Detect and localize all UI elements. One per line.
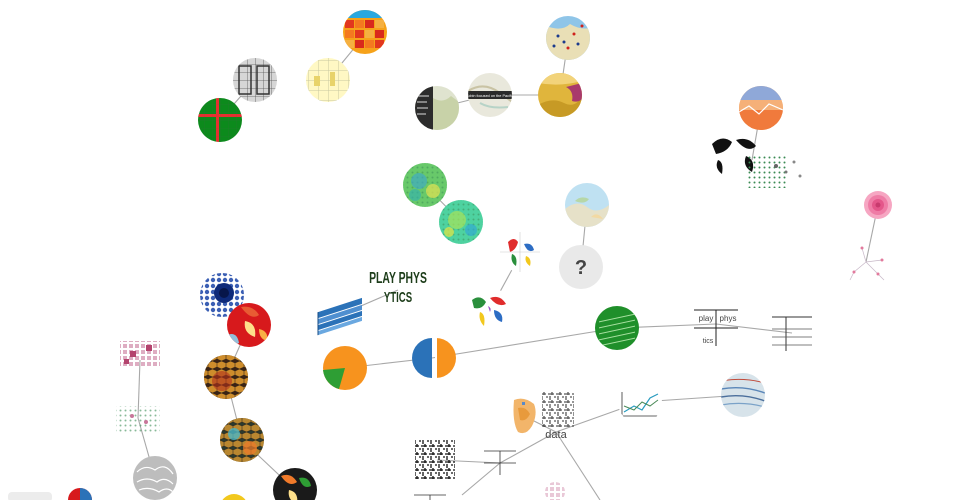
thumbnail-node-pink-network[interactable] (849, 246, 885, 281)
thumbnail-node-bottom-cluster[interactable] (545, 482, 565, 500)
display-label-bottom: tics (703, 338, 714, 345)
thumbnail-node-us-teal-map[interactable] (116, 406, 160, 432)
thumbnail-node-dark-globe[interactable] (273, 468, 317, 500)
thumbnail-node-map-tooltip[interactable]: Tobin focused on the Pacific (466, 73, 513, 117)
thumbnail-node-green-grid[interactable] (198, 98, 242, 142)
thumbnail-node-us-squares[interactable] (120, 341, 160, 367)
thumbnail-node-yellow-partial[interactable] (220, 494, 248, 500)
map-tooltip-text: Tobin focused on the Pacific (466, 94, 513, 98)
thumbnail-node-world-globe[interactable] (500, 232, 540, 272)
display-label-right: phys (720, 314, 737, 323)
edge (715, 323, 793, 334)
thumbnail-node-green-hex-map-2[interactable] (439, 200, 483, 244)
thumbnail-node-bottom-tree[interactable] (414, 494, 446, 500)
thumbnail-node-dark-hex[interactable] (204, 355, 248, 399)
thumbnail-node-line-table[interactable] (772, 316, 812, 351)
thumbnail-node-display-poster[interactable]: PLAY PHYS YTICS (369, 269, 427, 306)
unknown-node[interactable]: ? (559, 245, 603, 289)
thumbnail-node-orange-map[interactable] (513, 398, 536, 434)
thumbnail-node-line-chart[interactable] (618, 380, 662, 424)
thumbnail-node-display-labels[interactable]: play phys tics (694, 309, 738, 346)
thumbnail-node-grey-partial[interactable] (8, 492, 52, 500)
edge (555, 431, 601, 500)
poster-line-1: PLAY PHYS (369, 269, 427, 287)
edge (461, 462, 501, 496)
thumbnail-node-coastal-map[interactable] (565, 183, 609, 227)
thumbnail-node-dark-map[interactable] (415, 86, 459, 130)
thumbnail-node-flag-partial[interactable] (68, 488, 92, 500)
thumbnail-node-yellow-grid[interactable] (306, 58, 350, 102)
thumbnail-node-grey-table[interactable] (233, 58, 277, 102)
thumbnail-node-blue-dot-map[interactable] (546, 16, 590, 60)
thumbnail-node-sunset-chart[interactable] (739, 86, 783, 130)
thumbnail-node-flow-map[interactable] (721, 373, 765, 417)
poster-line-2: YTICS (384, 289, 412, 305)
thumbnail-node-hex-map-dark[interactable] (220, 418, 264, 462)
thumbnail-node-blue-hex[interactable] (200, 273, 244, 317)
thumbnail-node-green-table[interactable] (595, 306, 639, 350)
unknown-node-label: ? (575, 257, 587, 279)
thumbnail-node-pink-rose[interactable] (864, 191, 892, 219)
thumbnail-node-tree[interactable] (484, 450, 516, 475)
edge (499, 431, 557, 464)
thumbnail-node-blue-bars[interactable] (317, 297, 362, 336)
thumbnail-node-yellow-europe-map[interactable] (538, 73, 582, 117)
thumbnail-node-data-label[interactable]: data (542, 392, 574, 441)
thumbnail-node-green-hex-map-1[interactable] (403, 163, 447, 207)
data-label-text: data (545, 429, 567, 441)
display-label-left: play (699, 314, 714, 323)
thumbnail-node-world-map[interactable] (468, 288, 512, 332)
thumbnail-node-pie-chart[interactable] (323, 346, 367, 390)
thumbnail-node-split-pie[interactable] (412, 338, 456, 378)
thumbnail-node-maze[interactable] (415, 440, 455, 480)
thumbnail-node-orange-heatmap[interactable] (343, 10, 387, 54)
thumbnail-node-red-world-map[interactable] (227, 303, 271, 347)
edge (431, 327, 618, 359)
thumbnail-node-world-scatter[interactable] (712, 138, 802, 188)
thumbnail-node-grey-brain[interactable] (133, 456, 177, 500)
